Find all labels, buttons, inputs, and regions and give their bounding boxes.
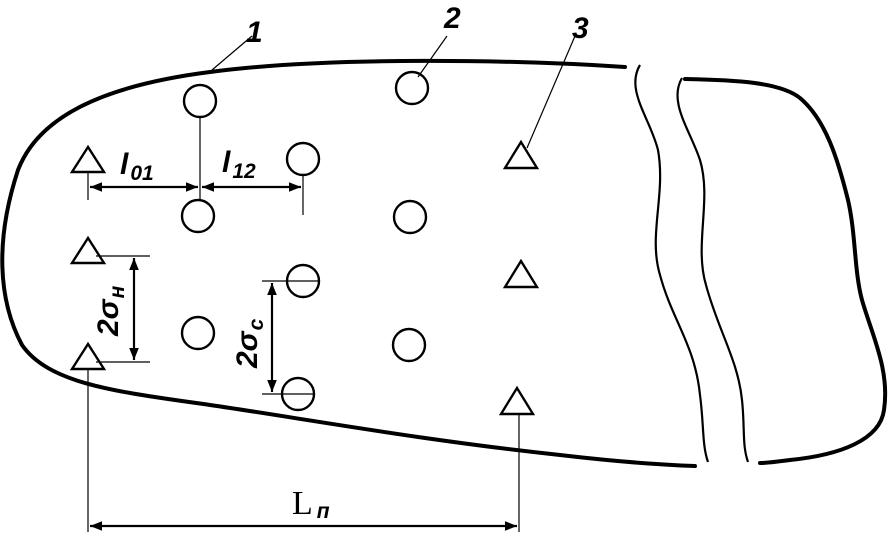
circle-marker bbox=[180, 315, 216, 351]
label-l01-sub: 01 bbox=[130, 162, 153, 185]
label-lp-main: L bbox=[292, 485, 313, 522]
circle-marker bbox=[394, 70, 430, 106]
label-sigma-h-main: 2σ bbox=[92, 298, 125, 337]
label-l01-main: l bbox=[120, 148, 129, 181]
label-sigma-h: 2σн bbox=[92, 285, 129, 337]
triangle-marker bbox=[69, 341, 107, 371]
leader-line-2 bbox=[417, 35, 448, 78]
break-line-right bbox=[676, 77, 750, 463]
triangle-marker bbox=[502, 139, 540, 170]
circle-marker bbox=[180, 198, 216, 234]
triangle-marker bbox=[69, 144, 107, 174]
triangle-marker bbox=[498, 385, 536, 416]
label-lp-sub: п bbox=[317, 500, 330, 523]
region-outline bbox=[0, 58, 697, 468]
circle-marker bbox=[285, 141, 321, 177]
callout-2: 2 bbox=[443, 2, 461, 35]
break-line-left bbox=[634, 64, 710, 463]
leader-line-1 bbox=[211, 35, 253, 71]
region-outline-right bbox=[683, 77, 888, 465]
label-l01: l01 bbox=[120, 148, 154, 185]
label-l12-main: l bbox=[222, 146, 231, 179]
label-l12-sub: 12 bbox=[232, 160, 256, 183]
label-sigma-c: 2σс bbox=[231, 318, 268, 369]
callout-1: 1 bbox=[246, 16, 263, 49]
leader-line-3 bbox=[526, 35, 576, 149]
callout-3: 3 bbox=[572, 12, 589, 45]
label-l12: l12 bbox=[222, 146, 256, 183]
circle-marker bbox=[392, 199, 428, 235]
triangle-marker bbox=[502, 258, 540, 289]
triangle-marker bbox=[69, 235, 107, 265]
label-sigma-c-main: 2σ bbox=[231, 330, 264, 369]
circle-marker bbox=[391, 327, 427, 363]
label-sigma-h-sub: н bbox=[106, 285, 129, 298]
label-sigma-c-sub: с bbox=[245, 318, 268, 330]
circle-marker bbox=[182, 83, 218, 119]
